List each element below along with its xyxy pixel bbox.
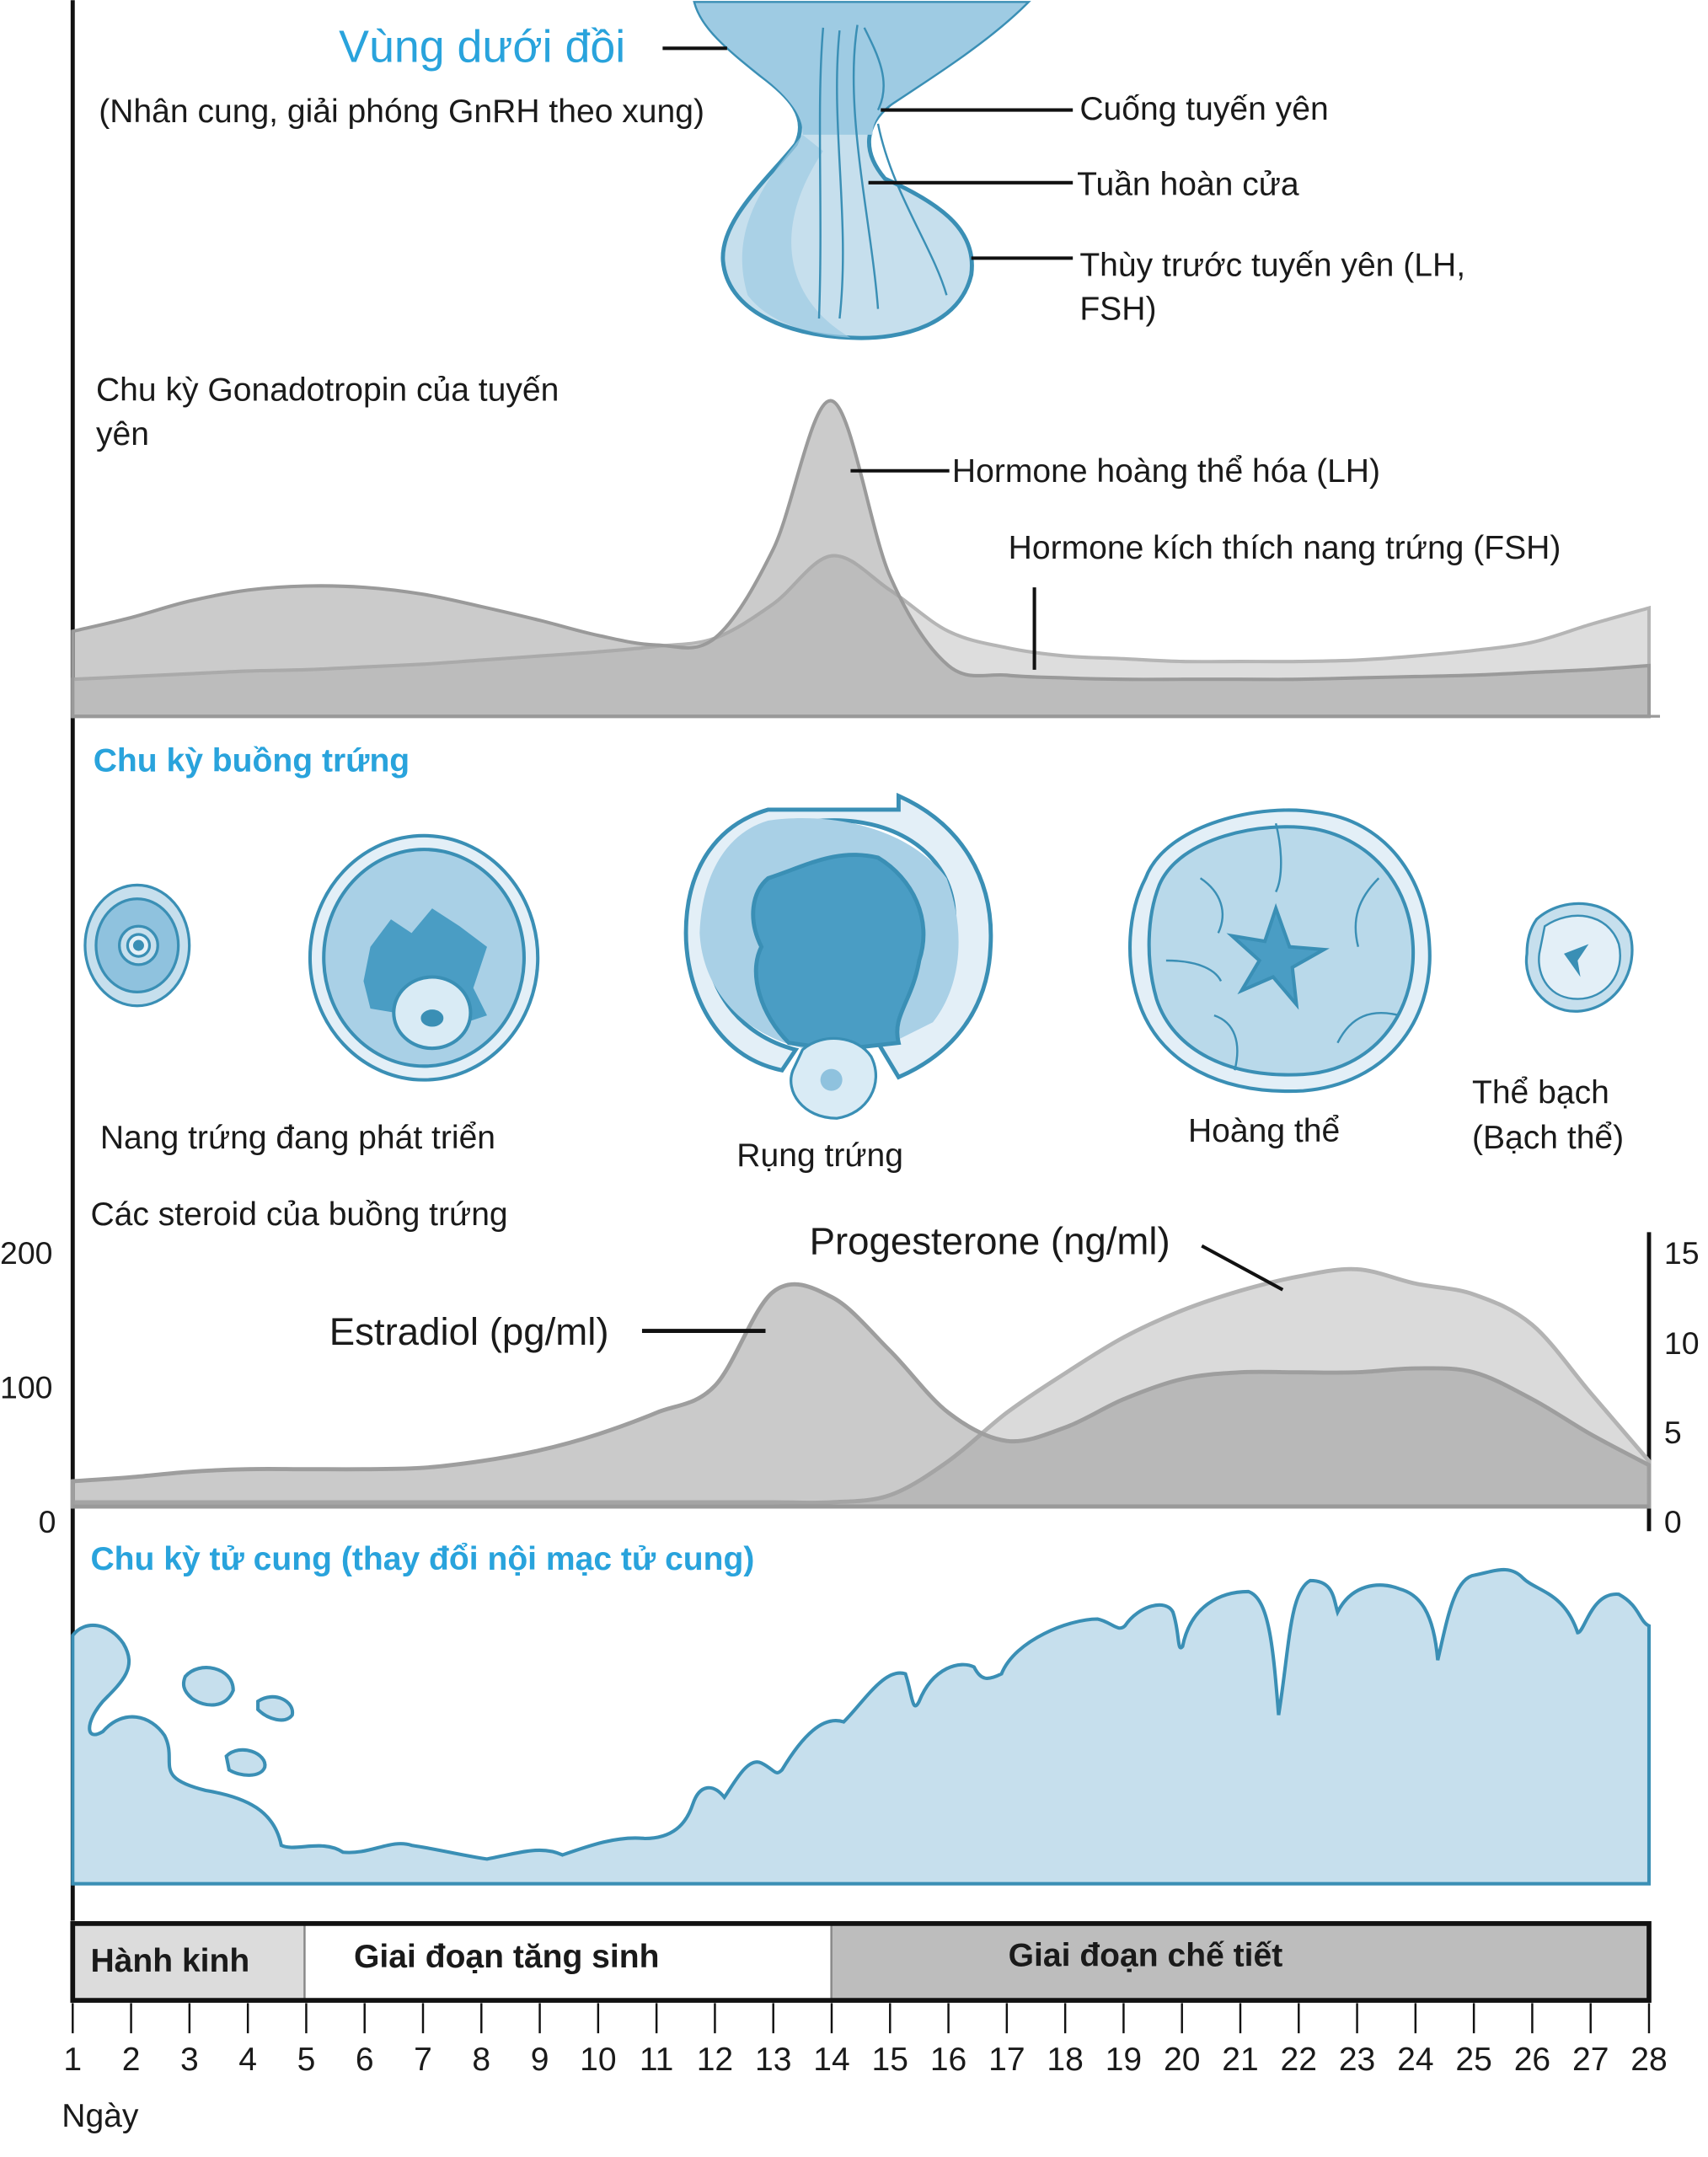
day-tick-label: 1	[63, 2042, 82, 2078]
day-tick-label: 10	[580, 2042, 616, 2078]
day-tick-label: 11	[640, 2042, 674, 2078]
primordial-follicle-illustration	[83, 883, 191, 1008]
day-tick-label: 16	[930, 2042, 966, 2078]
phase-secretory	[831, 1923, 1649, 2001]
corpus-albicans-label: Thể bạch (Bạch thể)	[1472, 1074, 1624, 1156]
hypothalamus-subtitle: (Nhân cung, giải phóng GnRH theo xung)	[99, 94, 704, 130]
right-tick-label: 10	[1664, 1325, 1700, 1361]
pituitary-illustration	[693, 1, 1031, 340]
stalk-label: Cuống tuyến yên	[1079, 91, 1328, 127]
day-tick-label: 9	[531, 2042, 549, 2078]
ovulation-illustration	[683, 792, 993, 1120]
day-tick-label: 15	[872, 2042, 908, 2078]
left-tick-label: 100	[0, 1369, 52, 1405]
day-tick-label: 26	[1514, 2042, 1550, 2078]
x-axis-label: Ngày	[62, 2098, 139, 2134]
day-tick-label: 2	[122, 2042, 141, 2078]
day-tick-label: 7	[414, 2042, 432, 2078]
phase-secretory-label: Giai đoạn chế tiết	[1009, 1937, 1283, 1973]
anterior-pituitary-label: Thùy trước tuyến yên (LH, FSH)	[1079, 248, 1475, 328]
leader-line	[1201, 1244, 1284, 1292]
portal-label: Tuần hoàn cửa	[1077, 166, 1299, 202]
day-tick-label: 28	[1630, 2042, 1667, 2078]
left-tick-label: 0	[39, 1504, 56, 1539]
gonadotropin-title: Chu kỳ Gonadotropin của tuyến yên	[96, 372, 568, 452]
day-tick-label: 22	[1281, 2042, 1317, 2078]
right-tick-label: 15	[1664, 1235, 1700, 1271]
hypothalamus-title: Vùng dưới đồi	[339, 22, 625, 72]
corpus-luteum-label: Hoàng thể	[1188, 1113, 1340, 1149]
day-tick-label: 23	[1339, 2042, 1375, 2078]
day-tick-label: 4	[238, 2042, 257, 2078]
day-tick-label: 5	[297, 2042, 316, 2078]
corpus-albicans-illustration	[1524, 902, 1634, 1013]
ovarian-cycle-title: Chu kỳ buồng trứng	[94, 742, 410, 779]
day-tick-label: 25	[1455, 2042, 1491, 2078]
uterine-cycle-title: Chu kỳ tử cung (thay đổi nội mạc tử cung…	[90, 1541, 754, 1577]
day-tick-label: 20	[1164, 2042, 1200, 2078]
estradiol-curve	[70, 1282, 1652, 1509]
corpus-luteum-illustration	[1128, 808, 1432, 1094]
day-tick-label: 8	[472, 2042, 490, 2078]
day-tick-label: 3	[180, 2042, 199, 2078]
phase-menses	[72, 1923, 305, 2001]
fsh-label: Hormone kích thích nang trứng (FSH)	[1009, 530, 1561, 566]
developing-follicle-illustration	[308, 833, 540, 1082]
day-tick-label: 6	[356, 2042, 374, 2078]
day-tick-label: 21	[1222, 2042, 1258, 2078]
day-tick-label: 27	[1572, 2042, 1609, 2078]
day-tick-label: 17	[988, 2042, 1025, 2078]
right-tick-label: 5	[1664, 1415, 1682, 1450]
day-tick-label: 19	[1106, 2042, 1142, 2078]
day-tick-label: 14	[813, 2042, 849, 2078]
progesterone-label: Progesterone (ng/ml)	[810, 1219, 1170, 1262]
estradiol-label: Estradiol (pg/ml)	[329, 1310, 609, 1353]
day-tick-label: 13	[755, 2042, 791, 2078]
day-tick-label: 24	[1397, 2042, 1433, 2078]
right-tick-label: 0	[1664, 1504, 1682, 1539]
steroids-title: Các steroid của buồng trứng	[90, 1196, 507, 1233]
developing-follicle-label: Nang trứng đang phát triển	[100, 1120, 495, 1156]
ovulation-label: Rụng trứng	[736, 1137, 903, 1174]
phase-menses-label: Hành kinh	[90, 1943, 249, 1979]
endometrium-illustration	[71, 1567, 1652, 1886]
day-tick-label: 12	[697, 2042, 733, 2078]
phase-bar: Hành kinh Giai đoạn tăng sinh Giai đoạn …	[70, 1921, 1652, 2003]
lh-label: Hormone hoàng thể hóa (LH)	[952, 453, 1380, 490]
phase-proliferative-label: Giai đoạn tăng sinh	[354, 1939, 659, 1975]
day-tick-label: 18	[1047, 2042, 1083, 2078]
left-tick-label: 200	[0, 1235, 52, 1271]
lh-curve	[71, 399, 1652, 719]
phase-proliferative	[304, 1923, 832, 2001]
